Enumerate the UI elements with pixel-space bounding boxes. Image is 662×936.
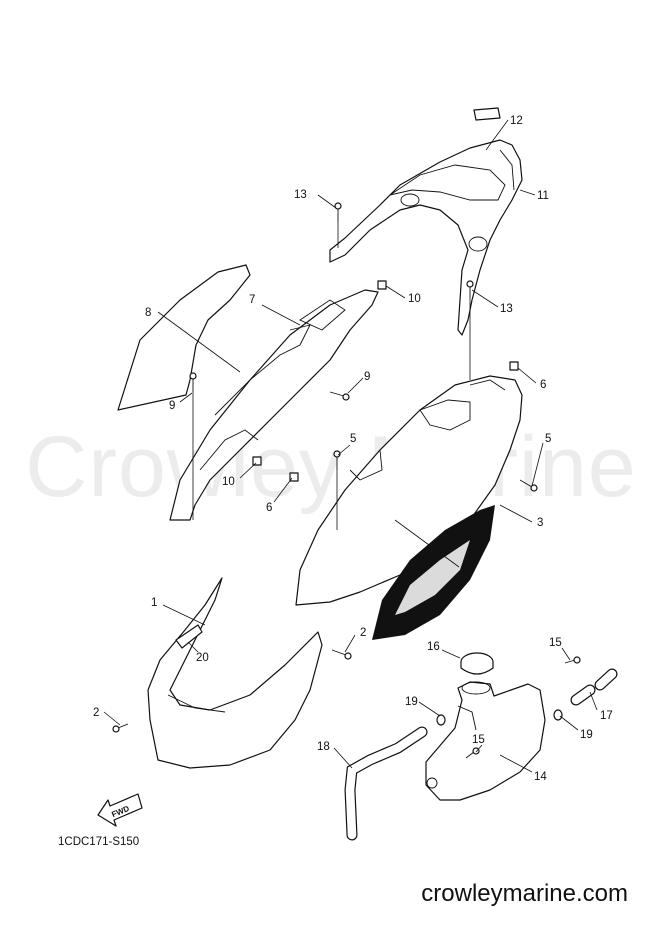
- callout-19: 19: [405, 696, 418, 708]
- callout-18: 18: [317, 741, 330, 753]
- part-20-bracket[interactable]: [175, 624, 203, 649]
- part-8-side-panel[interactable]: [117, 264, 251, 411]
- part-19-clamp[interactable]: [436, 709, 563, 726]
- callouts: 1 2 2 3 4 5 5 6 6 7 8 9 9 10 10 11 12 13…: [93, 115, 613, 783]
- callout-15: 15: [549, 637, 562, 649]
- callout-6: 6: [540, 379, 546, 391]
- callout-16: 16: [427, 641, 440, 653]
- callout-10: 10: [408, 293, 421, 305]
- part-16-cap[interactable]: [460, 652, 494, 675]
- callout-13: 13: [500, 303, 513, 315]
- callout-13: 13: [294, 189, 307, 201]
- fwd-arrow-icon: FWD: [97, 793, 143, 827]
- callout-4: 4: [462, 562, 469, 574]
- part-17-hose[interactable]: [570, 668, 618, 706]
- callout-11: 11: [537, 190, 549, 202]
- callout-9: 9: [169, 400, 175, 412]
- callout-7: 7: [249, 294, 255, 306]
- callout-5: 5: [350, 433, 356, 445]
- callout-20: 20: [196, 652, 209, 664]
- part-12-emblem[interactable]: [473, 107, 501, 121]
- callout-19: 19: [580, 729, 593, 741]
- callout-15: 15: [472, 734, 485, 746]
- part-18-hose[interactable]: [344, 726, 428, 841]
- website-label: crowleymarine.com: [421, 880, 628, 907]
- callout-5: 5: [545, 433, 551, 445]
- part-14-reservoir-tank[interactable]: [425, 681, 546, 801]
- diagram-code: 1CDC171-S150: [58, 836, 140, 848]
- part-4-decal[interactable]: [372, 505, 495, 640]
- watermark: Crowley Marine: [25, 419, 637, 515]
- callout-9: 9: [364, 371, 370, 383]
- callout-8: 8: [145, 307, 151, 319]
- callout-14: 14: [534, 771, 547, 783]
- part-1-lower-cover[interactable]: [147, 577, 323, 769]
- callout-10: 10: [222, 476, 235, 488]
- callout-2: 2: [93, 707, 99, 719]
- leader-lines: [103, 119, 598, 773]
- callout-12: 12: [510, 115, 523, 127]
- part-11-tail-cover[interactable]: [329, 139, 523, 336]
- callout-1: 1: [151, 597, 157, 609]
- part-7-side-rail[interactable]: [169, 289, 379, 521]
- callout-3: 3: [537, 517, 543, 529]
- callout-2: 2: [360, 627, 366, 639]
- fasteners: [112, 202, 581, 759]
- callout-17: 17: [600, 710, 613, 722]
- callout-6: 6: [266, 502, 272, 514]
